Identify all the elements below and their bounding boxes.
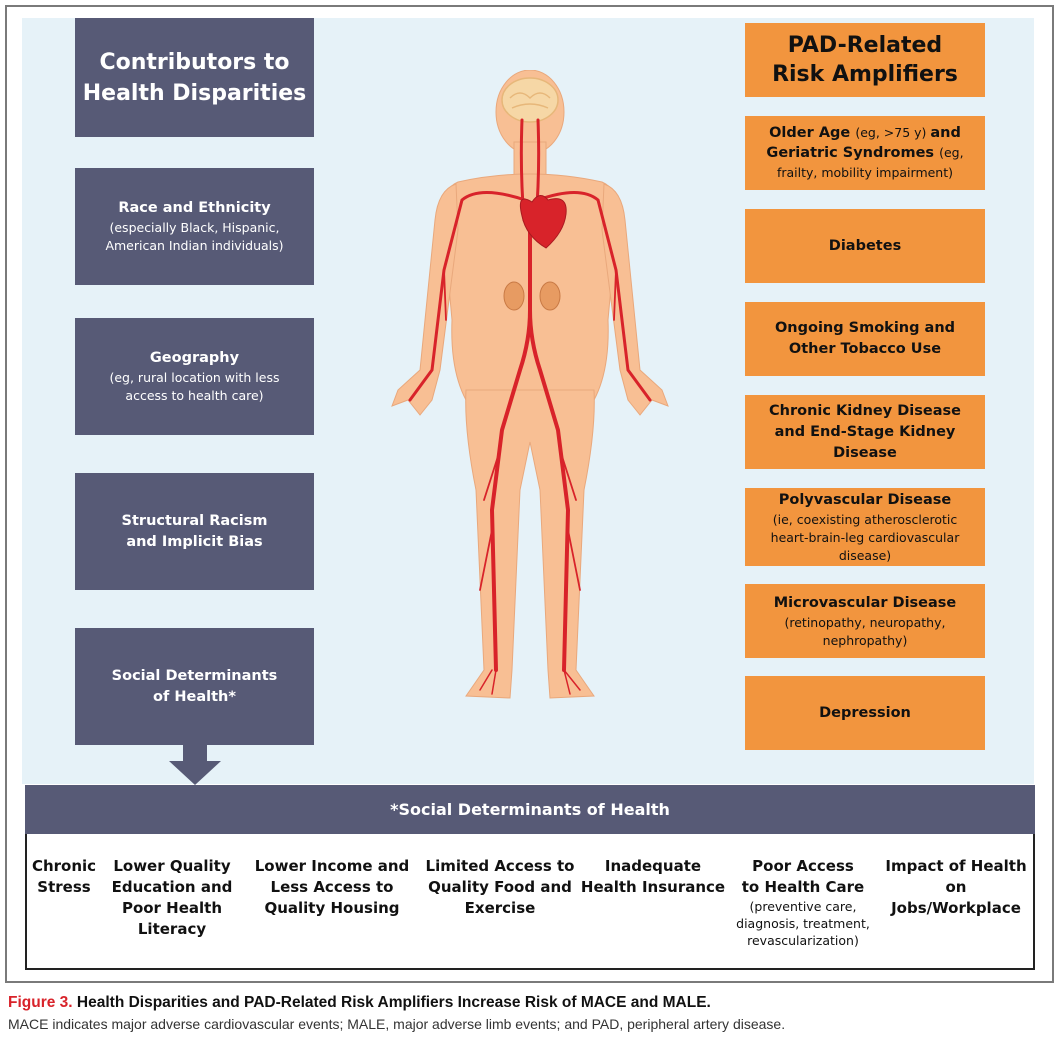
- sdoh-item-bold: Inadequate Health Insurance: [580, 857, 726, 896]
- brain-icon: [501, 77, 559, 123]
- sdoh-body: [25, 834, 1035, 970]
- left-item-social-determinants: Social Determinants of Health*: [75, 628, 314, 745]
- sdoh-item-bold: Impact of Health on Jobs/Workplace: [885, 857, 1027, 917]
- left-item-bold: Race and Ethnicity: [118, 200, 271, 216]
- right-title: PAD-Related Risk Amplifiers: [772, 33, 958, 87]
- sdoh-item-education: Lower Quality Education and Poor Health …: [108, 856, 236, 940]
- right-item-bold: Diabetes: [828, 237, 902, 254]
- right-item-polyvascular: Polyvascular Disease (ie, coexisting ath…: [745, 488, 985, 566]
- sdoh-item-health-insurance: Inadequate Health Insurance: [578, 856, 728, 898]
- sdoh-item-food-exercise: Limited Access to Quality Food and Exerc…: [420, 856, 580, 919]
- sdoh-item-chronic-stress: Chronic Stress: [28, 856, 100, 898]
- right-item-sub: (ie, coexisting atherosclerotic heart-br…: [770, 511, 960, 563]
- left-item-race-ethnicity: Race and Ethnicity (especially Black, Hi…: [75, 168, 314, 285]
- left-item-bold: Structural Racism and Implicit Bias: [121, 512, 268, 550]
- right-item-bold: Microvascular Disease: [773, 594, 957, 611]
- sdoh-item-bold: Lower Income and Less Access to Quality …: [254, 857, 410, 917]
- heart-icon: [519, 195, 567, 249]
- sdoh-header: *Social Determinants of Health: [25, 785, 1035, 834]
- right-item-sub: (retinopathy, neuropathy, nephropathy): [784, 614, 946, 648]
- right-item-depression: Depression: [745, 676, 985, 750]
- down-arrow-icon: [183, 744, 207, 762]
- human-body-artery-illustration: [391, 70, 669, 699]
- right-item-bold: Chronic Kidney Disease and End-Stage Kid…: [769, 402, 961, 461]
- sdoh-item-bold: Lower Quality Education and Poor Health …: [111, 857, 233, 938]
- right-item-ckd: Chronic Kidney Disease and End-Stage Kid…: [745, 395, 985, 469]
- sdoh-item-jobs-workplace: Impact of Health on Jobs/Workplace: [882, 856, 1030, 919]
- caption-title-text: Health Disparities and PAD-Related Risk …: [72, 994, 711, 1011]
- down-arrow-head: [169, 761, 221, 785]
- right-item-microvascular: Microvascular Disease (retinopathy, neur…: [745, 584, 985, 658]
- caption-title: Figure 3. Health Disparities and PAD-Rel…: [8, 994, 1058, 1012]
- left-title: Contributors to Health Disparities: [82, 49, 307, 106]
- right-item-older-age: Older Age (eg, >75 y) and Geriatric Synd…: [745, 116, 985, 190]
- geriatric-label: and Geriatric Syndromes: [766, 125, 961, 161]
- left-item-structural-racism: Structural Racism and Implicit Bias: [75, 473, 314, 590]
- caption-text: MACE indicates major adverse cardiovascu…: [8, 1016, 786, 1032]
- right-title-box: PAD-Related Risk Amplifiers: [745, 23, 985, 97]
- left-item-bold: Social Determinants of Health*: [111, 667, 278, 705]
- older-age-qualifier: (eg, >75 y): [855, 125, 931, 140]
- sdoh-item-bold: Poor Access to Health Care: [741, 857, 865, 896]
- right-item-older-age-text: Older Age (eg, >75 y) and Geriatric Synd…: [766, 123, 963, 183]
- left-item-sub: (especially Black, Hispanic, American In…: [105, 220, 284, 253]
- geriatric-qualifier: (eg, frailty, mobility impairment): [776, 145, 964, 180]
- sdoh-item-income-housing: Lower Income and Less Access to Quality …: [252, 856, 412, 919]
- left-item-sub: (eg, rural location with less access to …: [109, 370, 280, 403]
- right-item-diabetes: Diabetes: [745, 209, 985, 283]
- sdoh-item-sub: (preventive care, diagnosis, treatment, …: [736, 899, 870, 948]
- sdoh-item-bold: Limited Access to Quality Food and Exerc…: [425, 857, 575, 917]
- left-title-box: Contributors to Health Disparities: [75, 18, 314, 137]
- older-age-label: Older Age: [769, 125, 856, 141]
- right-item-bold: Depression: [819, 704, 911, 721]
- right-item-smoking: Ongoing Smoking and Other Tobacco Use: [745, 302, 985, 376]
- figure-caption: Figure 3. Health Disparities and PAD-Rel…: [8, 994, 1058, 1032]
- kidney-icon: [503, 281, 561, 311]
- right-item-bold: Ongoing Smoking and Other Tobacco Use: [774, 320, 956, 357]
- caption-figure-label: Figure 3.: [8, 994, 73, 1011]
- right-item-bold: Polyvascular Disease: [778, 491, 952, 508]
- sdoh-item-access-care: Poor Access to Health Care (preventive c…: [726, 856, 880, 949]
- sdoh-item-bold: Chronic Stress: [31, 857, 97, 896]
- left-item-geography: Geography (eg, rural location with less …: [75, 318, 314, 435]
- left-item-bold: Geography: [149, 350, 240, 366]
